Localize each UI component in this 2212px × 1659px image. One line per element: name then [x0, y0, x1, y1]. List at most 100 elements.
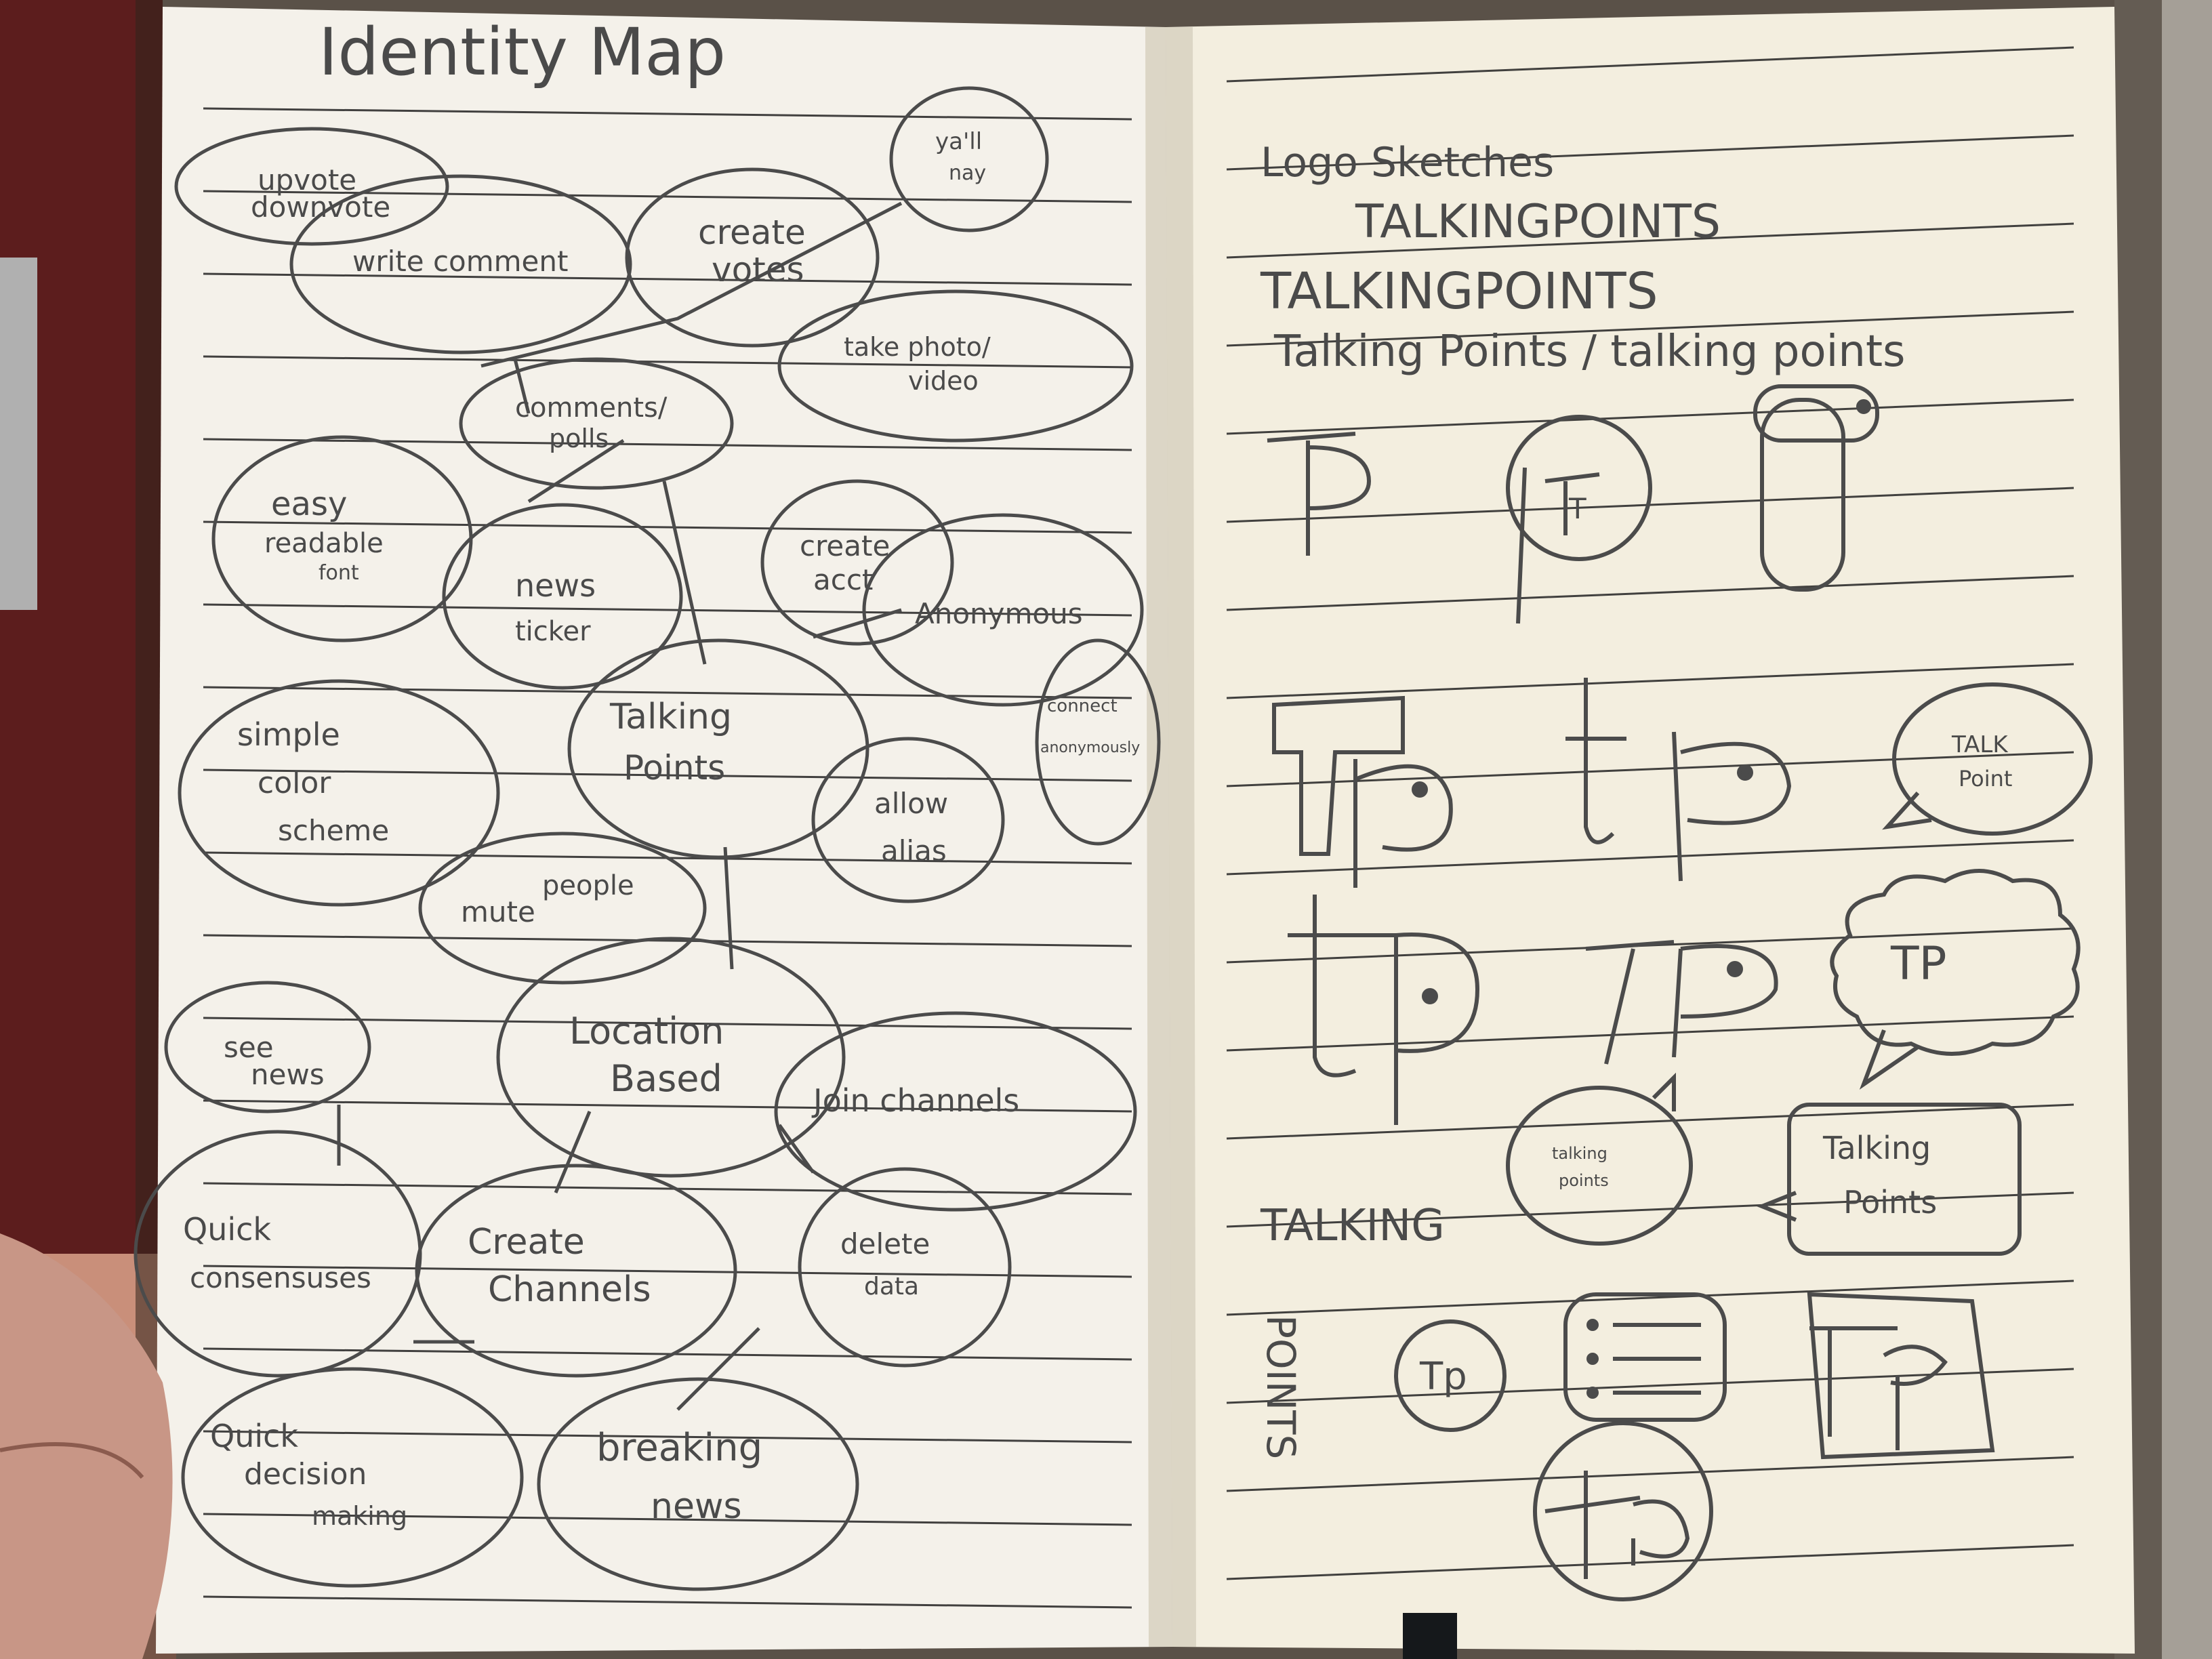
talking-points-center-text-1: Talking [609, 697, 732, 737]
create-votes-text-2: votes [712, 250, 804, 289]
quick-decision-bubble [181, 1367, 524, 1588]
anonymous-text: Anonymous [915, 597, 1083, 630]
create-acct-text-2: acct [813, 563, 873, 596]
take-photo-text-2: video [908, 366, 979, 396]
location-based-bubble [496, 937, 846, 1178]
simple-color-text-3: scheme [278, 814, 389, 847]
see-news-text-1: see [224, 1031, 274, 1064]
quick-consensuses-text-2: consensuses [190, 1261, 371, 1294]
upvote-text-2: downvote [251, 190, 390, 224]
easy-readable-text-3: font [319, 561, 359, 585]
breaking-news-text-1: breaking [596, 1426, 762, 1470]
logo-sketches-drawing [1267, 384, 2093, 1601]
take-photo-bubble [777, 289, 1134, 443]
quick-decision-text-3: making [312, 1501, 407, 1531]
write-comment-text: write comment [352, 245, 569, 278]
logo-t-letter: T [1568, 492, 1586, 525]
logo-small-bubble [1506, 1086, 1693, 1246]
quick-decision-text-2: decision [244, 1457, 367, 1492]
logo-tp-slant [1585, 940, 1675, 1065]
small-bubble-text-2: points [1559, 1171, 1609, 1190]
logo-tp-lower [1565, 678, 1626, 844]
logo-tp-combined [1288, 895, 1396, 1078]
connect-anonymously-text-2: anonymously [1040, 739, 1140, 756]
mute-people-bubble [418, 832, 707, 985]
logo-tp-cloud [1830, 869, 2081, 1056]
wordmark-1: TALKINGPOINTS [1355, 195, 1721, 249]
connect-anonymously-bubble [1035, 638, 1161, 846]
simple-color-text-2: color [258, 766, 331, 800]
rect-bubble-text-2: Points [1843, 1184, 1937, 1221]
yall-text-1: ya'll [935, 128, 982, 155]
location-based-text-2: Based [610, 1057, 722, 1100]
simple-color-text-1: simple [237, 716, 340, 753]
take-photo-text-1: take photo/ [844, 332, 991, 362]
easy-readable-text-1: easy [271, 485, 347, 523]
allow-alias-text-1: allow [874, 787, 948, 820]
news-ticker-bubble [442, 503, 683, 690]
identity-map-title: Identity Map [319, 14, 726, 90]
allow-alias-text-2: alias [881, 834, 947, 867]
logo-pt-circle [1516, 467, 1600, 624]
write-comment-bubble [289, 174, 632, 354]
talking-points-center-bubble [567, 638, 869, 859]
create-acct-text-1: create [800, 529, 890, 562]
delete-data-text-2: data [864, 1273, 919, 1300]
left-page [156, 7, 1172, 1654]
comments-polls-bubble [459, 357, 734, 490]
upvote-bubble [174, 127, 449, 246]
mute-people-text-1: mute [461, 895, 535, 928]
identity-map-drawing [134, 86, 1161, 1591]
logo-pill-dot [1856, 399, 1871, 414]
create-votes-bubble [625, 167, 880, 348]
logo-circle-tp [1394, 1319, 1507, 1432]
logo-tp-block [1272, 695, 1405, 856]
delete-data-bubble [798, 1167, 1012, 1368]
wordmark-3: Talking Points / talking points [1273, 327, 1905, 377]
easy-readable-text-2: readable [264, 528, 384, 559]
anonymous-bubble [862, 513, 1144, 707]
circle-tp-text: Tp [1419, 1355, 1467, 1399]
wordmark-2: TALKINGPOINTS [1260, 262, 1658, 321]
create-channels-bubble [415, 1164, 737, 1378]
create-acct-bubble [760, 479, 954, 646]
logo-p [1267, 432, 1372, 556]
yall-text-2: nay [949, 161, 986, 185]
breaking-news-text-2: news [651, 1486, 742, 1527]
yall-bubble [889, 86, 1049, 232]
vertical-title-text: TALKING [1260, 1201, 1445, 1251]
logo-rect-bubble [1787, 1103, 2022, 1256]
connect-anonymously-text-1: connect [1047, 696, 1118, 716]
news-ticker-text-1: news [515, 567, 596, 604]
quick-decision-text-1: Quick [210, 1418, 298, 1454]
small-bubble-text-1: talking [1552, 1144, 1607, 1163]
create-votes-text-1: create [698, 213, 806, 252]
see-news-bubble [164, 981, 371, 1113]
quick-consensuses-text-1: Quick [183, 1211, 271, 1248]
see-news-text-2: news [251, 1058, 325, 1091]
talking-points-center-text-2: Points [623, 748, 725, 787]
simple-color-bubble [178, 679, 500, 907]
allow-alias-bubble [811, 737, 1005, 903]
news-ticker-text-2: ticker [515, 616, 591, 647]
comments-polls-text-2: polls [549, 424, 609, 453]
logo-talk-bubble [1892, 682, 2093, 836]
right-page [1166, 7, 2135, 1654]
logo-list-bubble [1563, 1292, 1727, 1422]
breaking-news-bubble [537, 1377, 859, 1591]
talk-bubble-text-2: Point [1959, 766, 2012, 792]
logo-circle-tp-bottom [1533, 1421, 1713, 1601]
join-channels-text: Join channels [811, 1082, 1019, 1119]
vertical-letters-text: POINTS [1258, 1315, 1304, 1459]
comments-polls-text-1: comments/ [515, 392, 668, 424]
logo-square-tp [1807, 1292, 1995, 1460]
join-channels-bubble [774, 1011, 1137, 1212]
create-channels-text-2: Channels [488, 1269, 651, 1310]
tp-cloud-text: TP [1890, 937, 1947, 991]
logo-sketches-title: Logo Sketches [1261, 139, 1554, 186]
rect-bubble-text-1: Talking [1822, 1130, 1931, 1166]
location-based-text-1: Location [569, 1010, 724, 1052]
upvote-text-1: upvote [258, 163, 356, 197]
talk-bubble-text-1: TALK [1951, 731, 2009, 758]
create-channels-text-1: Create [468, 1222, 585, 1263]
